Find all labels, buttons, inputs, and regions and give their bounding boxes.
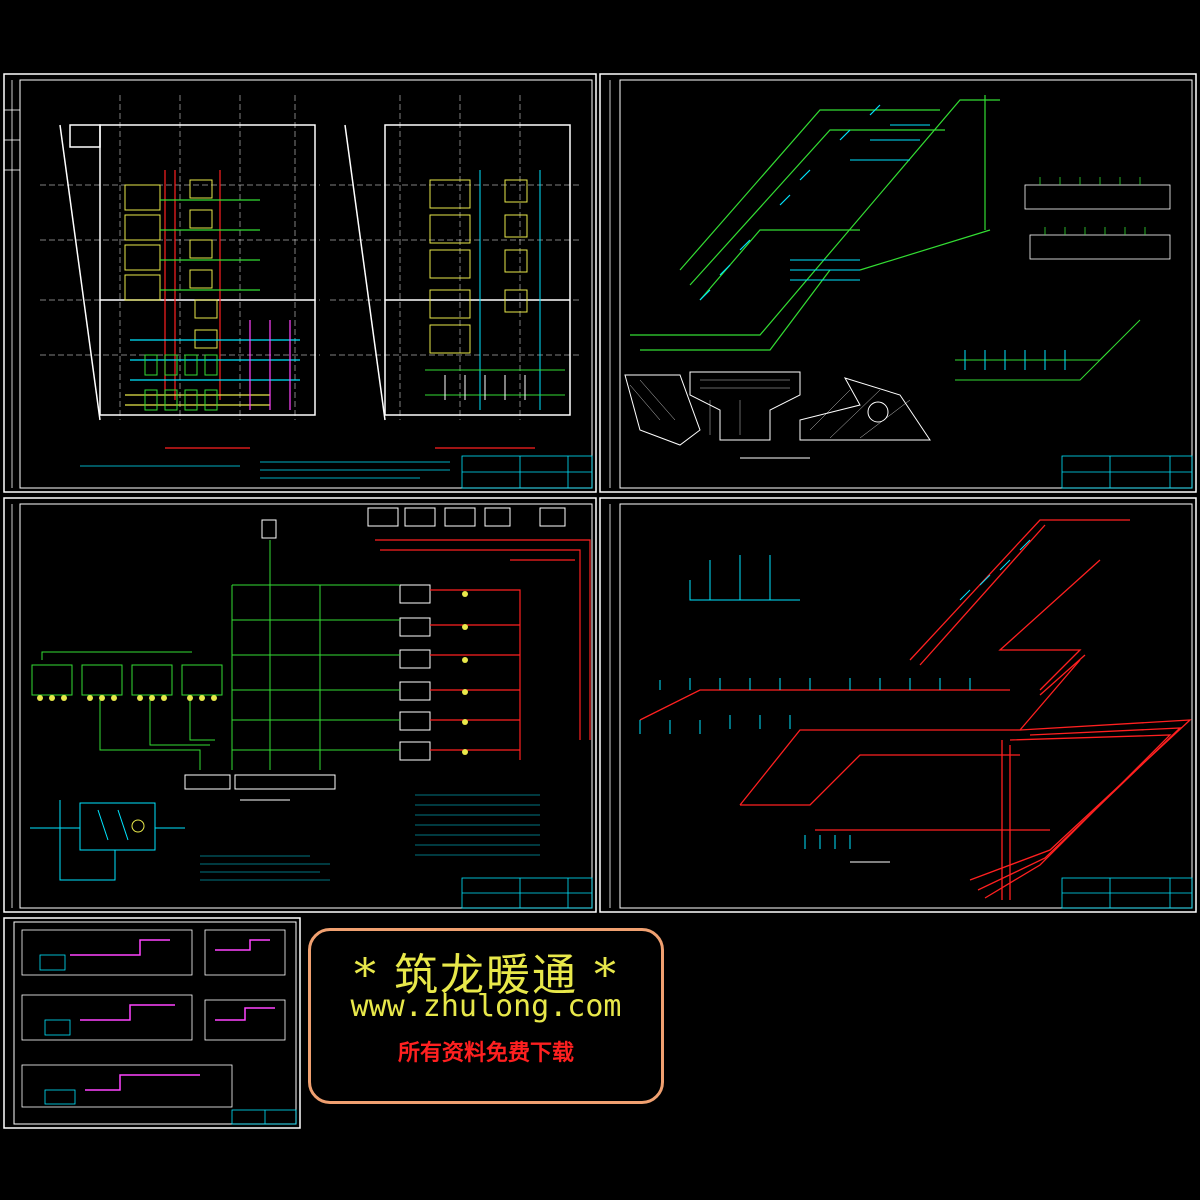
site-plan (624, 371, 931, 446)
sheet-floor-plans (3, 73, 597, 493)
plan-b-equipment (429, 179, 528, 354)
schematic-red-pipes (375, 539, 591, 760)
plan-a-equipment (124, 179, 218, 349)
banner-subtitle: 所有资料免费下载 (397, 1040, 574, 1066)
cooling-towers (367, 507, 566, 527)
plan-a-walls (59, 124, 316, 421)
pump-groups (31, 664, 223, 696)
sheet4-title-block (1061, 877, 1193, 909)
headers (184, 519, 336, 790)
sheet-sections (3, 917, 301, 1129)
sheet-isometric-red (599, 497, 1197, 913)
zhulong-banner: * 筑龙暖通 * www.zhulong.com 所有资料免费下载 (308, 928, 664, 1104)
sheet1-title-block (461, 455, 593, 489)
sheet-system-schematic (3, 497, 597, 913)
isometric-green-terminals (790, 124, 930, 281)
pump-symbols (37, 591, 468, 755)
isometric-red-mains (639, 519, 1192, 900)
sheet1-notes (80, 461, 450, 479)
sheet5-title-block (231, 1109, 297, 1125)
plan-b-pipes (425, 170, 565, 410)
isometric-green-pipes (630, 95, 1000, 351)
banner-title: * 筑龙暖通 * (354, 950, 618, 1001)
section-frames (21, 929, 286, 1108)
plan-b-walls (344, 124, 571, 421)
section-equipment (39, 954, 76, 1105)
section-pipes (70, 939, 275, 1091)
sheet-isometric-green (599, 73, 1197, 493)
ahu-detail (30, 800, 185, 881)
sheet1-side-strip (4, 80, 20, 488)
sheet3-notes (200, 794, 540, 881)
schematic-green-pipes (41, 540, 400, 770)
riser-details (1024, 177, 1171, 260)
sheet3-title-block (461, 877, 593, 909)
sheet2-title-block (1061, 455, 1193, 489)
banner-url[interactable]: www.zhulong.com (350, 989, 622, 1024)
plan-a-pipes (125, 170, 300, 410)
plan-a-grid (40, 95, 320, 420)
chillers (399, 584, 431, 761)
plan-a-pumps (144, 354, 218, 411)
plan-b-grid (330, 95, 580, 420)
isometric-red-branches (639, 539, 1031, 849)
small-isometric (955, 319, 1141, 381)
